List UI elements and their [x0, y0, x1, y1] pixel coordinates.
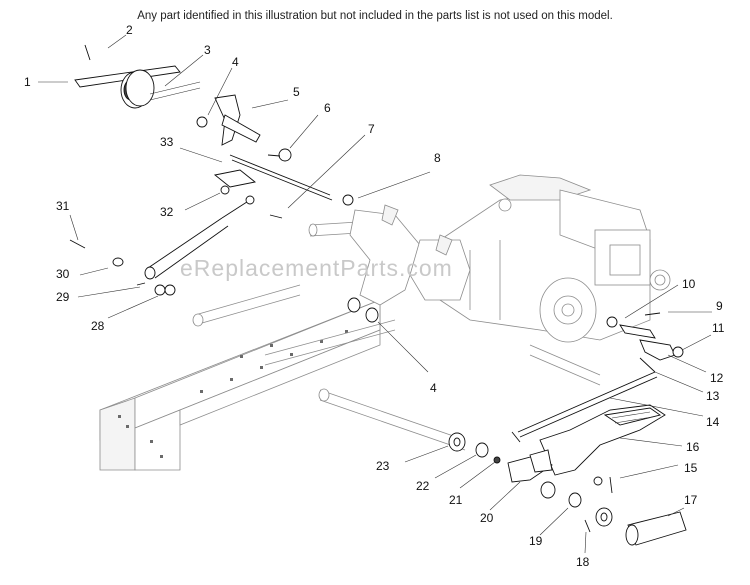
callout-17: 17 [684, 493, 698, 507]
right-linkage [606, 312, 684, 373]
callout-18: 18 [576, 555, 590, 569]
callout-19: 19 [529, 534, 543, 548]
callout-31: 31 [56, 199, 70, 213]
callout-1: 1 [24, 75, 31, 89]
transmission [439, 174, 671, 343]
callout-8: 8 [434, 151, 441, 165]
link-rod [213, 154, 354, 206]
pedal [539, 404, 666, 476]
pivot-bracket [196, 94, 292, 162]
watermark: eReplacementParts.com [180, 255, 453, 281]
callout-2: 2 [126, 23, 133, 37]
callout-20: 20 [480, 511, 494, 525]
callout-14: 14 [706, 415, 720, 429]
callout-12: 12 [710, 371, 724, 385]
callout-28: 28 [91, 319, 105, 333]
callout-21: 21 [449, 493, 463, 507]
brake-bracket [349, 204, 471, 306]
callout-29: 29 [56, 290, 70, 304]
callout-4: 4 [232, 55, 239, 69]
callout-30: 30 [56, 267, 70, 281]
callout-22: 22 [416, 479, 430, 493]
pedal-shaft-hardware [448, 432, 687, 546]
callout-11: 11 [712, 321, 725, 335]
shift-rod [511, 371, 658, 443]
callout-5: 5 [293, 85, 300, 99]
frame-rail [99, 219, 601, 471]
callout-15: 15 [684, 461, 698, 475]
callout-13: 13 [706, 389, 720, 403]
callout-32: 32 [160, 205, 174, 219]
spacer-lower [347, 297, 379, 323]
callout-3: 3 [204, 43, 211, 57]
callout-9: 9 [716, 299, 723, 313]
leader-lines [38, 34, 712, 554]
callout-10: 10 [682, 277, 696, 291]
callout-6: 6 [324, 101, 331, 115]
callout-33: 33 [160, 135, 174, 149]
callout-16: 16 [686, 440, 700, 454]
belt-pulley-assembly [74, 44, 201, 109]
diagram-note: Any part identified in this illustration… [137, 10, 613, 22]
callout-23: 23 [376, 459, 390, 473]
callout-4-lower: 4 [430, 381, 437, 395]
callout-7: 7 [368, 122, 375, 136]
damper-rod [69, 185, 283, 296]
